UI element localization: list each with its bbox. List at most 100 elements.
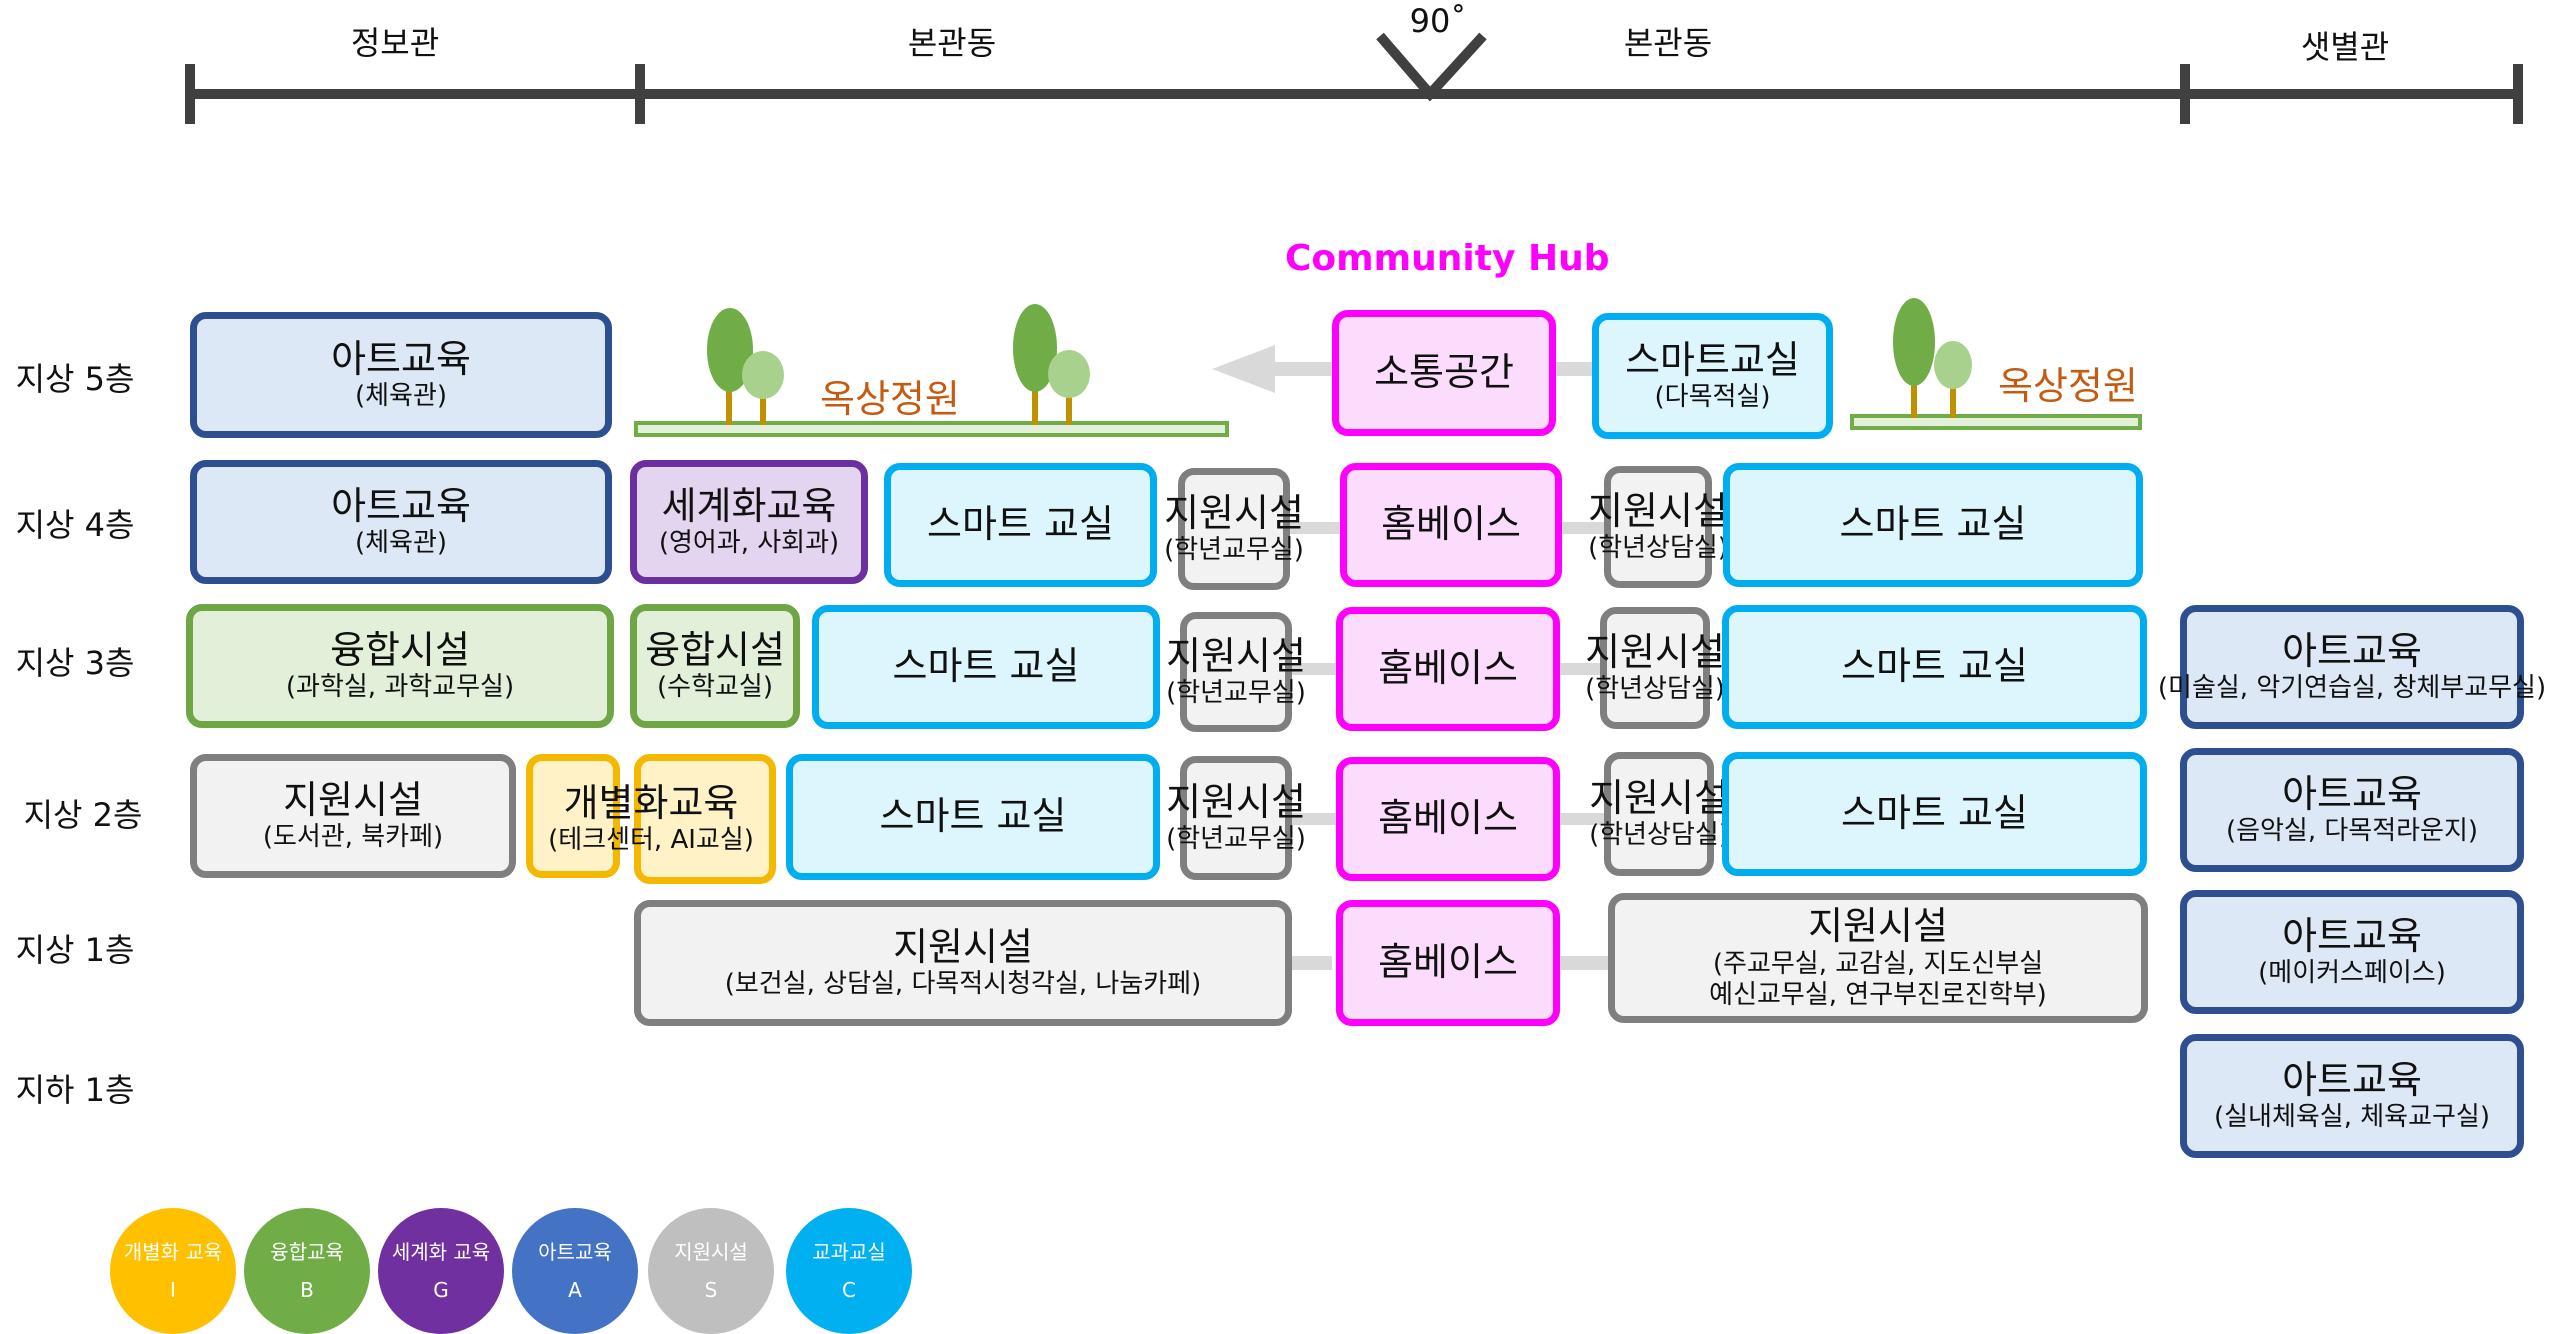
f3-sup-left-sub: (학년교무실)	[1166, 678, 1306, 709]
f1-homebase: 홈베이스	[1336, 900, 1560, 1026]
f5-art-education: 아트교육 (체육관)	[190, 312, 612, 438]
f2-sup-right-sub: (학년상담실)	[1589, 820, 1729, 851]
building-label-saetbyeol: 샛별관	[2300, 28, 2390, 66]
legend-fusion-label: 융합교육	[270, 1240, 344, 1264]
f4-support-right: 지원시설 (학년상담실)	[1588, 466, 1728, 588]
f4-homebase: 홈베이스	[1340, 463, 1562, 587]
f3-art-title: 아트교육	[2282, 628, 2422, 673]
rooftop-garden-label-left: 옥상정원	[820, 377, 960, 421]
f2-homebase: 홈베이스	[1336, 757, 1560, 881]
f2-individual-education: 개별화교육 (테크센터, AI교실)	[526, 754, 776, 884]
f4-global-sub: (영어과, 사회과)	[658, 528, 840, 559]
f3-smart-classroom-right: 스마트 교실	[1722, 605, 2147, 729]
f4-smart-left-title: 스마트 교실	[927, 502, 1114, 547]
f2-support-title: 지원시설	[283, 777, 423, 822]
f2-smart-classroom-left: 스마트 교실	[786, 754, 1160, 880]
f1-support-right-title: 지원시설	[1808, 903, 1948, 948]
f4-art-title: 아트교육	[331, 483, 471, 528]
f3-fusion2-title: 융합시설	[645, 627, 785, 672]
legend-individual-code: I	[170, 1278, 176, 1302]
legend-art-label: 아트교육	[538, 1240, 612, 1264]
floor-label-2: 지상 2층	[23, 796, 143, 834]
f3-home-title: 홈베이스	[1378, 646, 1518, 691]
f2-smart-right-title: 스마트 교실	[1841, 791, 2028, 836]
b1-art-education: 아트교육 (실내체육실, 체육교구실)	[2180, 1034, 2524, 1158]
f3-fusion1-sub: (과학실, 과학교무실)	[285, 672, 515, 703]
f2-art-education: 아트교육 (음악실, 다목적라운지)	[2180, 748, 2524, 872]
community-hub-title: Community Hub	[1285, 238, 1610, 279]
legend-global-label: 세계화 교육	[391, 1240, 491, 1264]
f4-art-education: 아트교육 (체육관)	[190, 460, 612, 584]
f1-support-right-sub1: (주교무실, 교감실, 지도신부실	[1712, 948, 2044, 979]
floor-label-b1: 지하 1층	[15, 1071, 135, 1109]
building-label-main-left: 본관동	[907, 24, 997, 62]
f3-smart-right-title: 스마트 교실	[1841, 644, 2028, 689]
f1-art-education: 아트교육 (메이커스페이스)	[2180, 890, 2524, 1014]
f2-indiv-title: 개별화교육	[563, 780, 739, 825]
legend-individual: 개별화 교육 I	[110, 1208, 236, 1334]
f4-smart-classroom-right: 스마트 교실	[1723, 463, 2143, 587]
f4-smart-right-title: 스마트 교실	[1839, 502, 2027, 547]
f4-art-sub: (체육관)	[354, 528, 448, 559]
legend-individual-label: 개별화 교육	[123, 1240, 223, 1264]
f3-fusion-math: 융합시설 (수학교실)	[630, 604, 800, 728]
f4-global-title: 세계화교육	[661, 483, 837, 528]
f3-sup-right-title: 지원시설	[1585, 629, 1725, 674]
rooftop-garden-right	[1850, 298, 2142, 430]
f4-home-title: 홈베이스	[1381, 502, 1521, 547]
f4-smart-classroom-left: 스마트 교실	[884, 463, 1157, 587]
f2-support-left: 지원시설 (학년교무실)	[1166, 756, 1306, 880]
angle-label: 90˚	[1409, 2, 1467, 40]
f2-art-title: 아트교육	[2282, 771, 2422, 816]
legend-global-code: G	[433, 1278, 449, 1302]
f5-smart-classroom: 스마트교실 (다목적실)	[1592, 313, 1833, 439]
floor-label-5: 지상 5층	[15, 360, 135, 398]
f4-global-education: 세계화교육 (영어과, 사회과)	[630, 460, 868, 584]
b1-art-sub: (실내체육실, 체육교구실)	[2213, 1102, 2491, 1133]
f2-sup-right-title: 지원시설	[1589, 775, 1729, 820]
f2-smart-left-title: 스마트 교실	[879, 794, 1067, 839]
f3-fusion2-sub: (수학교실)	[657, 672, 773, 703]
legend-art: 아트교육 A	[512, 1208, 638, 1334]
f1-support-right-sub2: 예신교무실, 연구부진로진학부)	[1709, 979, 2047, 1010]
f3-smart-classroom-left: 스마트 교실	[812, 605, 1160, 729]
f3-fusion1-title: 융합시설	[330, 627, 470, 672]
f3-fusion-science: 융합시설 (과학실, 과학교무실)	[186, 604, 614, 728]
f1-support-left: 지원시설 (보건실, 상담실, 다목적시청각실, 나눔카페)	[634, 900, 1292, 1026]
legend-art-code: A	[568, 1278, 582, 1302]
f2-individual-box-right	[634, 754, 776, 884]
legend-classroom: 교과교실 C	[786, 1208, 912, 1334]
f2-art-sub: (음악실, 다목적라운지)	[2225, 816, 2479, 847]
f2-support-library: 지원시설 (도서관, 북카페)	[190, 754, 516, 878]
legend-support-label: 지원시설	[674, 1240, 748, 1264]
f2-smart-classroom-right: 스마트 교실	[1722, 752, 2147, 876]
f3-smart-left-title: 스마트 교실	[892, 644, 1080, 689]
f3-sup-right-sub: (학년상담실)	[1585, 674, 1725, 705]
f3-homebase: 홈베이스	[1336, 607, 1560, 731]
legend-fusion: 융합교육 B	[244, 1208, 370, 1334]
f2-sup-left-sub: (학년교무실)	[1166, 824, 1306, 855]
f3-support-left: 지원시설 (학년교무실)	[1166, 612, 1306, 732]
rooftop-garden-left	[634, 304, 1229, 437]
legend-classroom-label: 교과교실	[812, 1240, 886, 1264]
f1-art-title: 아트교육	[2282, 913, 2422, 958]
f2-sup-left-title: 지원시설	[1166, 779, 1306, 824]
legend-fusion-code: B	[300, 1278, 314, 1302]
rooftop-garden-label-right: 옥상정원	[1998, 364, 2138, 408]
f4-sup-right-title: 지원시설	[1588, 488, 1728, 533]
building-label-main-right: 본관동	[1623, 24, 1713, 62]
f2-individual-box-left	[526, 754, 620, 878]
building-label-info: 정보관	[350, 24, 440, 62]
legend-support: 지원시설 S	[648, 1208, 774, 1334]
f2-indiv-sub: (테크센터, AI교실)	[548, 825, 754, 856]
f2-support-right: 지원시설 (학년상담실)	[1589, 752, 1729, 876]
f3-sup-left-title: 지원시설	[1166, 633, 1306, 678]
f1-art-sub: (메이커스페이스)	[2258, 958, 2446, 989]
f2-home-title: 홈베이스	[1378, 796, 1518, 841]
legend-classroom-code: C	[842, 1278, 856, 1302]
floor-label-1: 지상 1층	[15, 931, 135, 969]
building-axis	[185, 32, 2523, 124]
f4-sup-left-sub: (학년교무실)	[1164, 535, 1304, 566]
f5-smart-sub: (다목적실)	[1654, 382, 1771, 413]
f5-comm-title: 소통공간	[1374, 350, 1514, 395]
